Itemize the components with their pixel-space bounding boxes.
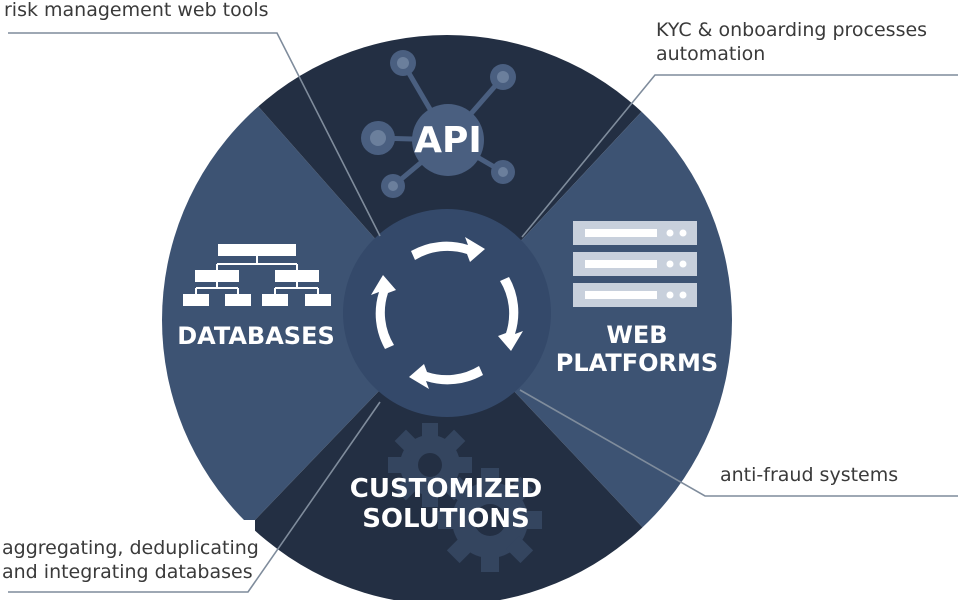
callout-aggregating-line1: aggregating, deduplicating xyxy=(2,537,259,559)
leader-lines xyxy=(8,32,958,593)
cycle-arrows-icon xyxy=(371,237,523,389)
center-hub xyxy=(343,209,551,417)
leader-line-kyc xyxy=(521,74,958,238)
segment-label-platforms: PLATFORMS xyxy=(556,349,718,377)
sitemap-icon xyxy=(183,244,331,306)
callout-risk-management: risk management web tools xyxy=(4,0,269,21)
network-icon xyxy=(361,50,516,198)
leader-line-risk xyxy=(8,32,381,237)
callout-anti-fraud: anti-fraud systems xyxy=(720,464,899,486)
leader-line-antifraud xyxy=(519,389,958,497)
segment-web-platforms xyxy=(447,108,732,530)
segment-label-api: API xyxy=(414,120,482,161)
callout-kyc-line2: automation xyxy=(656,43,766,65)
segment-label-customized: CUSTOMIZED xyxy=(350,474,543,504)
segment-label-databases: DATABASES xyxy=(177,322,335,350)
gears-icon xyxy=(388,423,542,572)
callout-kyc-line1: KYC & onboarding processes xyxy=(656,19,928,41)
segment-label-web: WEB xyxy=(606,321,667,349)
segment-label-solutions: SOLUTIONS xyxy=(362,504,530,534)
server-icon xyxy=(573,221,697,307)
callout-aggregating-line2: and integrating databases xyxy=(2,561,253,583)
leader-line-aggregating xyxy=(8,401,381,593)
